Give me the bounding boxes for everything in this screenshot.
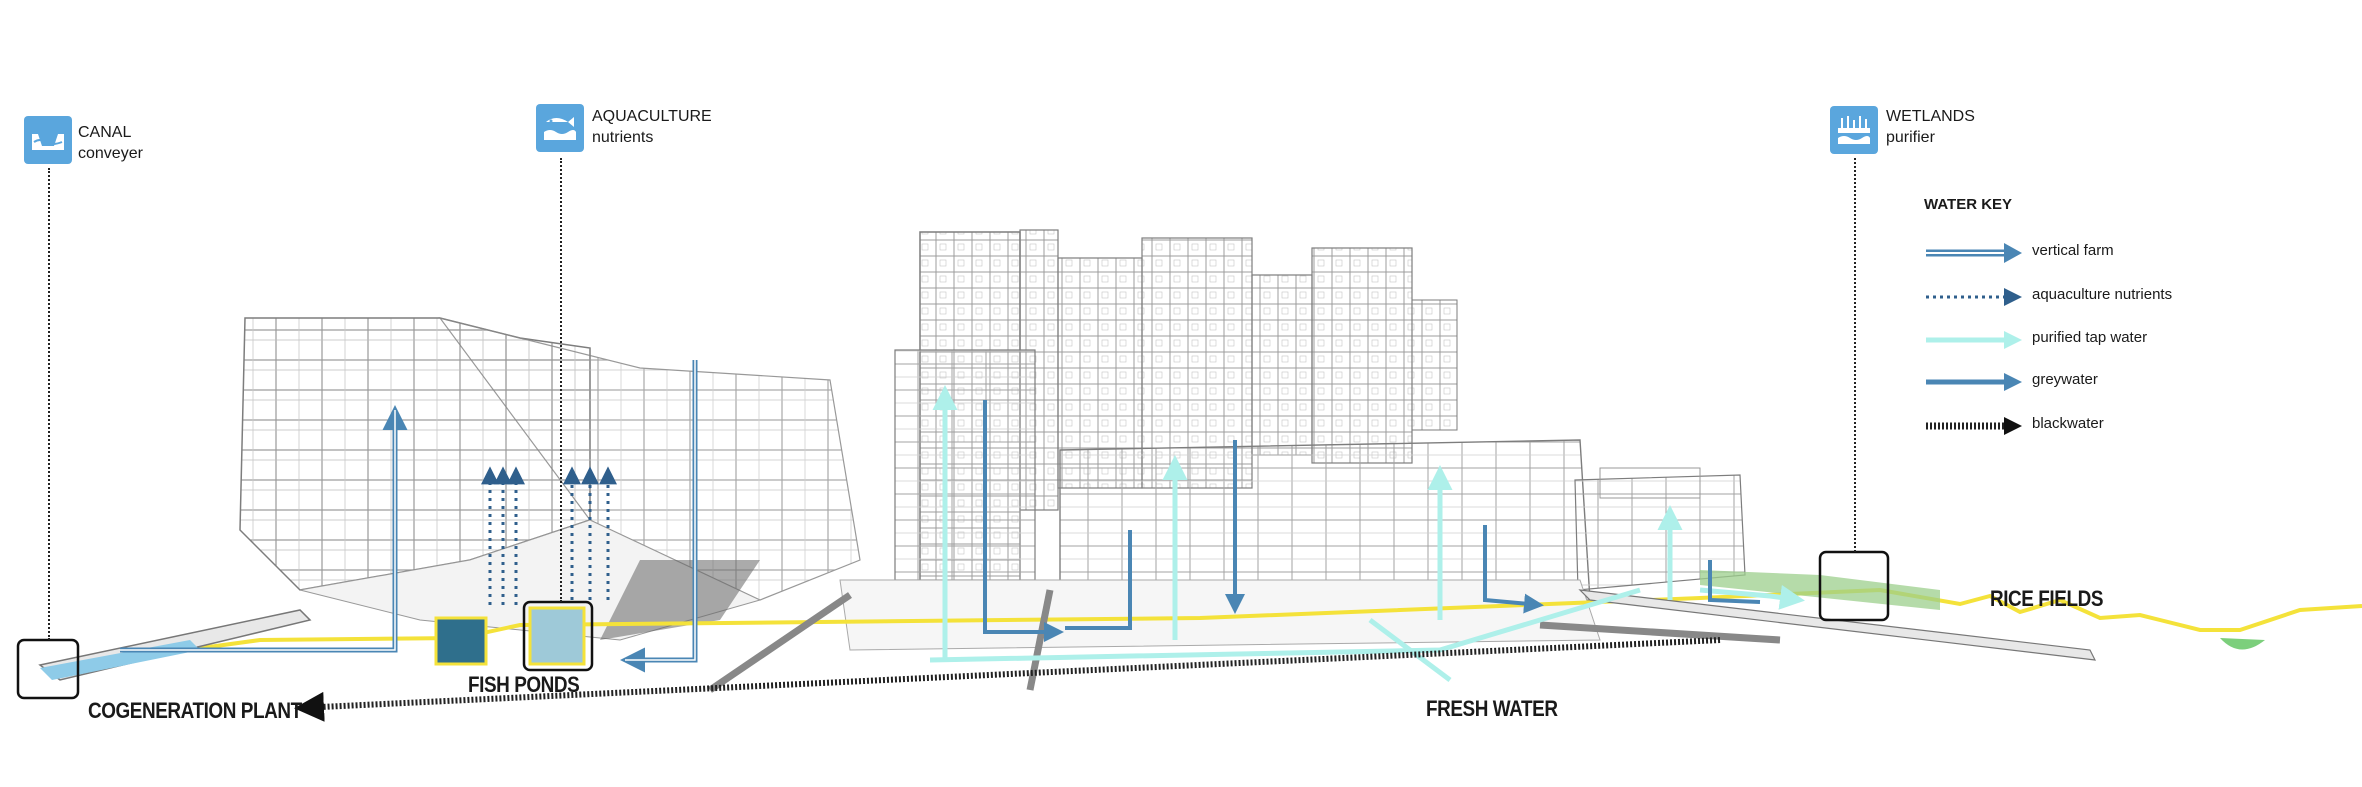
water-key-legend: WATER KEY vertical farm aquaculture nutr… bbox=[1924, 196, 2224, 446]
aquaculture-title: AQUACULTURE bbox=[592, 106, 712, 127]
legend-label-purified-tap-water: purified tap water bbox=[2032, 329, 2147, 346]
fish-pond bbox=[436, 618, 486, 664]
aquaculture-leader bbox=[560, 158, 562, 602]
legend-item-aquaculture-nutrients: aquaculture nutrients bbox=[1924, 284, 2224, 310]
legend-item-blackwater: blackwater bbox=[1924, 413, 2224, 439]
rice-fields-label: RICE FIELDS bbox=[1990, 586, 2103, 612]
wetlands-callout: WETLANDS purifier bbox=[1886, 106, 1975, 148]
fish-ponds-label: FISH PONDS bbox=[468, 672, 579, 698]
legend-label-vertical-farm: vertical farm bbox=[2032, 242, 2114, 259]
legend-label-blackwater: blackwater bbox=[2032, 415, 2104, 432]
canal-title: CANAL bbox=[78, 122, 143, 143]
purified-tap-water-swatch bbox=[1924, 327, 2024, 353]
greywater-swatch bbox=[1924, 369, 2024, 395]
canal-icon bbox=[24, 116, 72, 164]
wetlands-leader bbox=[1854, 158, 1856, 552]
water-key-title: WATER KEY bbox=[1924, 196, 2012, 213]
wetlands-icon bbox=[1830, 106, 1878, 154]
cogeneration-plant-label: COGENERATION PLANT bbox=[88, 698, 302, 724]
aquaculture-callout: AQUACULTURE nutrients bbox=[592, 106, 712, 148]
legend-item-greywater: greywater bbox=[1924, 369, 2224, 395]
legend-item-purified-tap-water: purified tap water bbox=[1924, 327, 2224, 353]
wetlands-subtitle: purifier bbox=[1886, 127, 1975, 148]
blackwater-swatch bbox=[1924, 413, 2024, 439]
canal-callout: CANAL conveyer bbox=[78, 122, 143, 164]
wetlands-title: WETLANDS bbox=[1886, 106, 1975, 127]
legend-item-vertical-farm: vertical farm bbox=[1924, 240, 2224, 266]
canal-leader bbox=[48, 168, 50, 640]
aquaculture-subtitle: nutrients bbox=[592, 127, 712, 148]
legend-label-greywater: greywater bbox=[2032, 371, 2098, 388]
vertical-farm-swatch bbox=[1924, 240, 2024, 266]
vertical-farm-structure bbox=[240, 318, 860, 640]
rice-field-basin bbox=[2220, 638, 2265, 650]
fresh-water-label: FRESH WATER bbox=[1426, 696, 1558, 722]
aquaculture-nutrients-swatch bbox=[1924, 284, 2024, 310]
canal-subtitle: conveyer bbox=[78, 143, 143, 164]
fish-icon bbox=[536, 104, 584, 152]
legend-label-aquaculture-nutrients: aquaculture nutrients bbox=[2032, 286, 2172, 303]
fish-pond bbox=[530, 608, 584, 664]
